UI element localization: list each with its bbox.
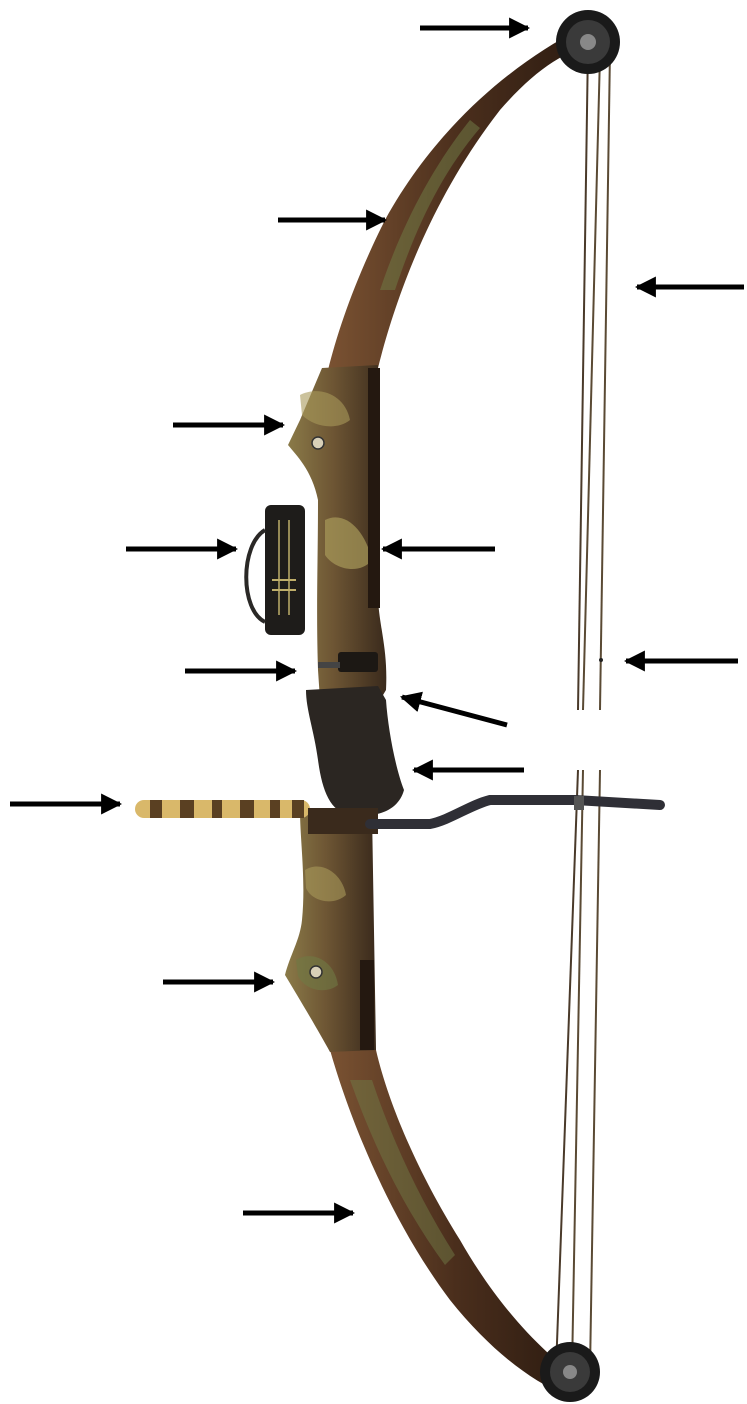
- lower-limb-bolt: [310, 966, 322, 978]
- bottom-cam-wheel: [540, 1342, 600, 1402]
- bowstring: [556, 770, 578, 1370]
- pointer-arrow: [402, 697, 507, 725]
- bowstring-group: [556, 45, 610, 1370]
- cable-slide: [574, 796, 584, 810]
- cable: [590, 770, 600, 1370]
- lower-limb-camo: [350, 1080, 455, 1265]
- cable: [600, 50, 610, 710]
- top-cam-wheel: [556, 10, 620, 74]
- grip: [306, 686, 404, 816]
- nocking-point-dot: [599, 658, 603, 662]
- arrow: [135, 800, 310, 818]
- arrow-rest-quiver: [246, 505, 305, 635]
- lower-riser-edge: [360, 960, 374, 1050]
- riser-edge: [368, 368, 380, 608]
- upper-limb-bolt: [312, 437, 324, 449]
- arrow-rest: [318, 662, 340, 668]
- upper-limb: [328, 30, 595, 370]
- cable-guard: [370, 800, 660, 824]
- cable: [572, 770, 583, 1370]
- arrow-shelf: [338, 652, 378, 672]
